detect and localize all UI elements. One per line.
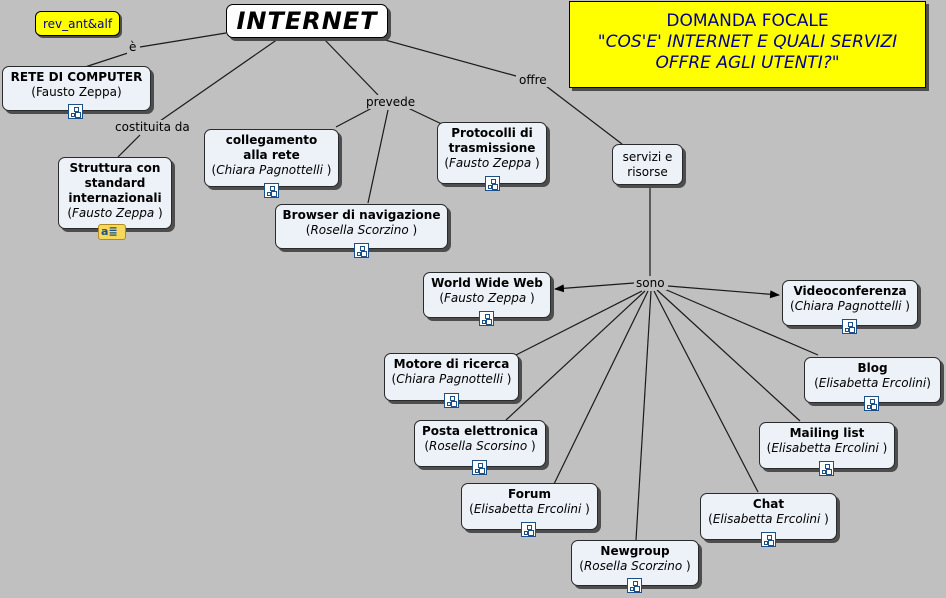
concept-title: Struttura con standard internazionali: [68, 161, 162, 205]
concept-title: Newgroup: [600, 544, 670, 558]
link-label-sono: sono: [634, 276, 667, 290]
root-concept-internet[interactable]: INTERNET: [226, 4, 388, 38]
concept-map-link-icon[interactable]: [521, 522, 536, 537]
focal-question-line-2: OFFRE AGLI UTENTI?": [655, 53, 840, 73]
concept-struttura-standard[interactable]: Struttura con standard internazionali (F…: [58, 157, 172, 229]
focal-question-box: DOMANDA FOCALE "COS'E' INTERNET E QUALI …: [569, 1, 926, 88]
concept-title: Chat: [752, 497, 785, 511]
concept-author: (Chiara Pagnottelli ): [391, 372, 512, 386]
link-internet-prevede: [323, 38, 379, 96]
concept-title: Browser di navigazione: [282, 208, 441, 222]
link-sono-newgroup: [635, 290, 652, 541]
concept-map-link-icon[interactable]: [354, 243, 369, 258]
concept-author: (Fausto Zeppa ): [439, 291, 535, 305]
link-sono-posta: [505, 290, 646, 421]
concept-author: (Elisabetta Ercolini ): [708, 512, 829, 526]
link-internet-e: [139, 32, 227, 48]
concept-author: (Fausto Zeppa ): [67, 206, 163, 220]
link-e-rete: [84, 52, 129, 68]
concept-posta-elettronica[interactable]: Posta elettronica (Rosella Scorsino ): [414, 420, 546, 467]
concept-map-link-icon[interactable]: [819, 461, 834, 476]
concept-map-link-icon[interactable]: [472, 460, 487, 475]
link-label-offre: offre: [517, 73, 549, 87]
concept-title: RETE DI COMPUTER: [10, 70, 143, 84]
concept-world-wide-web[interactable]: World Wide Web (Fausto Zeppa ): [423, 272, 551, 318]
concept-map-link-icon[interactable]: [264, 183, 279, 198]
link-internet-costituita: [159, 38, 279, 122]
concept-author: (Fausto Zeppa): [31, 85, 122, 99]
link-sono-chat: [653, 290, 759, 493]
concept-author: (Rosella Scorsino ): [424, 439, 536, 453]
concept-title: Videoconferenza: [793, 284, 907, 298]
concept-collegamento-alla-rete[interactable]: collegamento alla rete (Chiara Pagnottel…: [204, 129, 339, 187]
concept-map-link-icon[interactable]: [627, 578, 642, 593]
concept-title: collegamento alla rete: [225, 133, 318, 162]
link-sono-mailing: [656, 289, 801, 422]
concept-newgroup[interactable]: Newgroup (Rosella Scorzino ): [571, 540, 699, 586]
concept-map-link-icon[interactable]: [761, 532, 776, 547]
link-label-prevede: prevede: [364, 95, 418, 109]
link-offre-servizi: [545, 85, 623, 145]
concept-title: Posta elettronica: [421, 424, 539, 438]
link-sono-video: [667, 285, 780, 299]
concept-title: servizi e risorse: [622, 149, 673, 179]
focal-heading: DOMANDA FOCALE: [666, 11, 829, 31]
link-sono-blog: [661, 287, 819, 356]
link-label-costituita-da: costituita da: [113, 120, 192, 134]
link-costituita-struttura: [117, 134, 141, 158]
concept-title: Motore di ricerca: [393, 357, 510, 371]
concept-title: Mailing list: [789, 426, 865, 440]
concept-map-link-icon[interactable]: [485, 176, 500, 191]
concept-author: (Chiara Pagnottelli ): [790, 299, 910, 313]
concept-author: (Rosella Scorzino ): [579, 559, 691, 573]
concept-browser-di-navigazione[interactable]: Browser di navigazione (Rosella Scorzino…: [275, 204, 448, 249]
concept-author: (Rosella Scorzino ): [305, 223, 418, 237]
concept-motore-di-ricerca[interactable]: Motore di ricerca (Chiara Pagnottelli ): [384, 353, 519, 401]
concept-blog[interactable]: Blog (Elisabetta Ercolini): [804, 357, 941, 403]
concept-map-link-icon[interactable]: [68, 104, 83, 119]
concept-title: Protocolli di trasmissione: [448, 126, 536, 155]
concept-videoconferenza[interactable]: Videoconferenza (Chiara Pagnottelli ): [782, 280, 918, 326]
concept-author: (Fausto Zeppa ): [444, 156, 540, 170]
link-label-e: è: [127, 40, 139, 54]
concept-map-link-icon[interactable]: [864, 396, 879, 411]
concept-title: World Wide Web: [431, 276, 543, 290]
link-sono-forum: [553, 290, 649, 485]
concept-map-link-icon[interactable]: [479, 311, 494, 326]
link-sono-motore: [515, 290, 643, 356]
concept-mailing-list[interactable]: Mailing list (Elisabetta Ercolini ): [759, 422, 895, 469]
concept-author: (Elisabetta Ercolini): [814, 376, 931, 390]
concept-map-link-icon[interactable]: [842, 319, 857, 334]
concept-servizi-e-risorse[interactable]: servizi e risorse: [612, 144, 683, 185]
concept-title: Blog: [857, 361, 888, 375]
focal-question-line-1: "COS'E' INTERNET E QUALI SERVIZI: [597, 32, 898, 52]
concept-forum[interactable]: Forum (Elisabetta Ercolini ): [461, 483, 598, 530]
link-prevede-collegamento: [335, 107, 373, 128]
concept-author: (Elisabetta Ercolini ): [469, 502, 590, 516]
concept-protocolli-di-trasmissione[interactable]: Protocolli di trasmissione (Fausto Zeppa…: [437, 122, 547, 184]
annotation-icon[interactable]: a≣: [98, 224, 126, 240]
link-internet-offre: [377, 37, 517, 77]
concept-author: (Chiara Pagnottelli ): [211, 163, 332, 177]
concept-rete-di-computer[interactable]: RETE DI COMPUTER (Fausto Zeppa): [2, 66, 151, 111]
concept-title: Forum: [508, 487, 551, 501]
link-sono-www: [554, 282, 635, 293]
concept-author: (Elisabetta Ercolini ): [766, 441, 888, 455]
link-prevede-browser: [367, 109, 389, 204]
revision-badge: rev_ant&alf: [35, 11, 120, 36]
concept-map-link-icon[interactable]: [444, 393, 459, 408]
